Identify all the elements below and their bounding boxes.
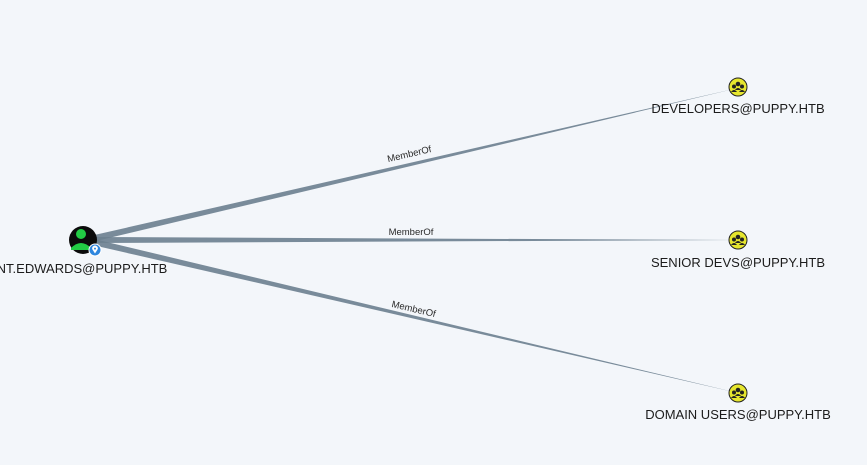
node-label-senior-devs: SENIOR DEVS@PUPPY.HTB [651, 255, 825, 270]
edge-label-senior-devs: MemberOf [389, 227, 434, 238]
edge-line-senior-devs [90, 237, 738, 243]
node-group-senior-devs[interactable]: SENIOR DEVS@PUPPY.HTB [651, 230, 825, 270]
edge-domain-users[interactable]: MemberOf [88, 238, 738, 393]
group-icon [728, 77, 748, 97]
group-icon [728, 383, 748, 403]
group-icon [728, 230, 748, 250]
node-label-developers: DEVELOPERS@PUPPY.HTB [651, 101, 824, 116]
edge-developers[interactable]: MemberOf [90, 88, 738, 242]
owned-marker-icon [88, 243, 102, 257]
node-label-nt-edwards: NT.EDWARDS@PUPPY.HTB [0, 261, 167, 276]
node-group-developers[interactable]: DEVELOPERS@PUPPY.HTB [651, 77, 825, 116]
edge-line-developers [90, 88, 738, 242]
node-user-nt-edwards[interactable]: NT.EDWARDS@PUPPY.HTB [0, 226, 167, 276]
edge-senior-devs[interactable]: MemberOf [90, 227, 738, 243]
node-group-domain-users[interactable]: DOMAIN USERS@PUPPY.HTB [645, 383, 831, 422]
edge-line-domain-users [88, 238, 738, 393]
node-label-domain-users: DOMAIN USERS@PUPPY.HTB [645, 407, 831, 422]
